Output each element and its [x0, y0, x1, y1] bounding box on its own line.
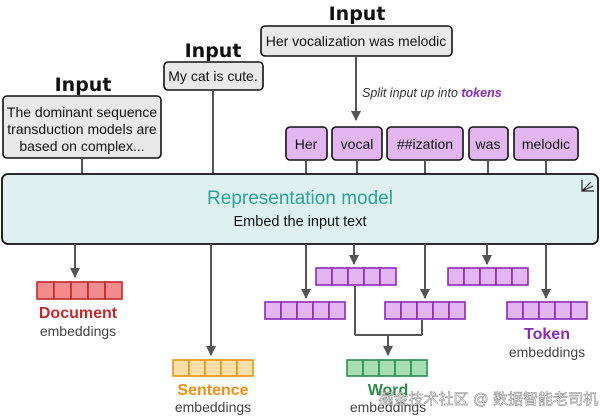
watermark: 掘金技术社区 @ 数据智能老司机 — [378, 390, 598, 408]
token-label-was: was — [475, 136, 501, 152]
token-embedding-vector-her — [264, 301, 346, 320]
document-embedding-vector — [36, 281, 123, 300]
model-subtitle: Embed the input text — [234, 214, 367, 230]
sentence-embedding-vector — [172, 359, 254, 377]
token-label-melodic: melodic — [522, 136, 570, 152]
token-embeddings-suffix: embeddings — [509, 344, 585, 360]
input-text-sentence: My cat is cute. — [168, 68, 257, 84]
token-embeddings-name: Token — [524, 326, 570, 343]
input-heading-document: Input — [55, 74, 112, 96]
split-note-prefix: Split input up into — [362, 86, 461, 100]
input-text-document-line-2: transduction models are — [7, 121, 157, 137]
token-embedding-vector-melodic — [506, 301, 588, 320]
sentence-embeddings-name: Sentence — [177, 382, 248, 399]
vector-space-icon — [581, 180, 594, 192]
input-box-token — [260, 25, 453, 57]
token-embedding-vector-ization — [384, 301, 466, 320]
token-embedding-vector-vocal — [315, 267, 397, 286]
word-embeddings-suffix: embeddings — [350, 399, 426, 415]
document-embeddings-suffix: embeddings — [40, 323, 116, 339]
token-label-her: Her — [295, 136, 318, 152]
model-title: Representation model — [207, 188, 393, 209]
input-text-document-line-3: based on complex... — [19, 138, 144, 154]
input-text-document-line-1: The dominant sequence — [7, 104, 157, 120]
split-note: Split input up into tokens — [362, 86, 502, 100]
input-text-token: Her vocalization was melodic — [266, 33, 447, 49]
sentence-embeddings-suffix: embeddings — [175, 399, 251, 415]
word-embeddings-name: Word — [368, 382, 409, 399]
document-embeddings-name: Document — [39, 305, 118, 322]
representation-model-block — [1, 173, 599, 245]
token-label-vocal: vocal — [341, 136, 374, 152]
input-heading-token: Input — [329, 3, 386, 25]
word-embedding-vector — [346, 359, 428, 377]
token-label-ization: ##ization — [397, 136, 453, 152]
input-heading-sentence: Input — [185, 40, 242, 62]
split-note-emphasis: tokens — [461, 86, 501, 100]
token-embedding-vector-was — [447, 267, 529, 286]
